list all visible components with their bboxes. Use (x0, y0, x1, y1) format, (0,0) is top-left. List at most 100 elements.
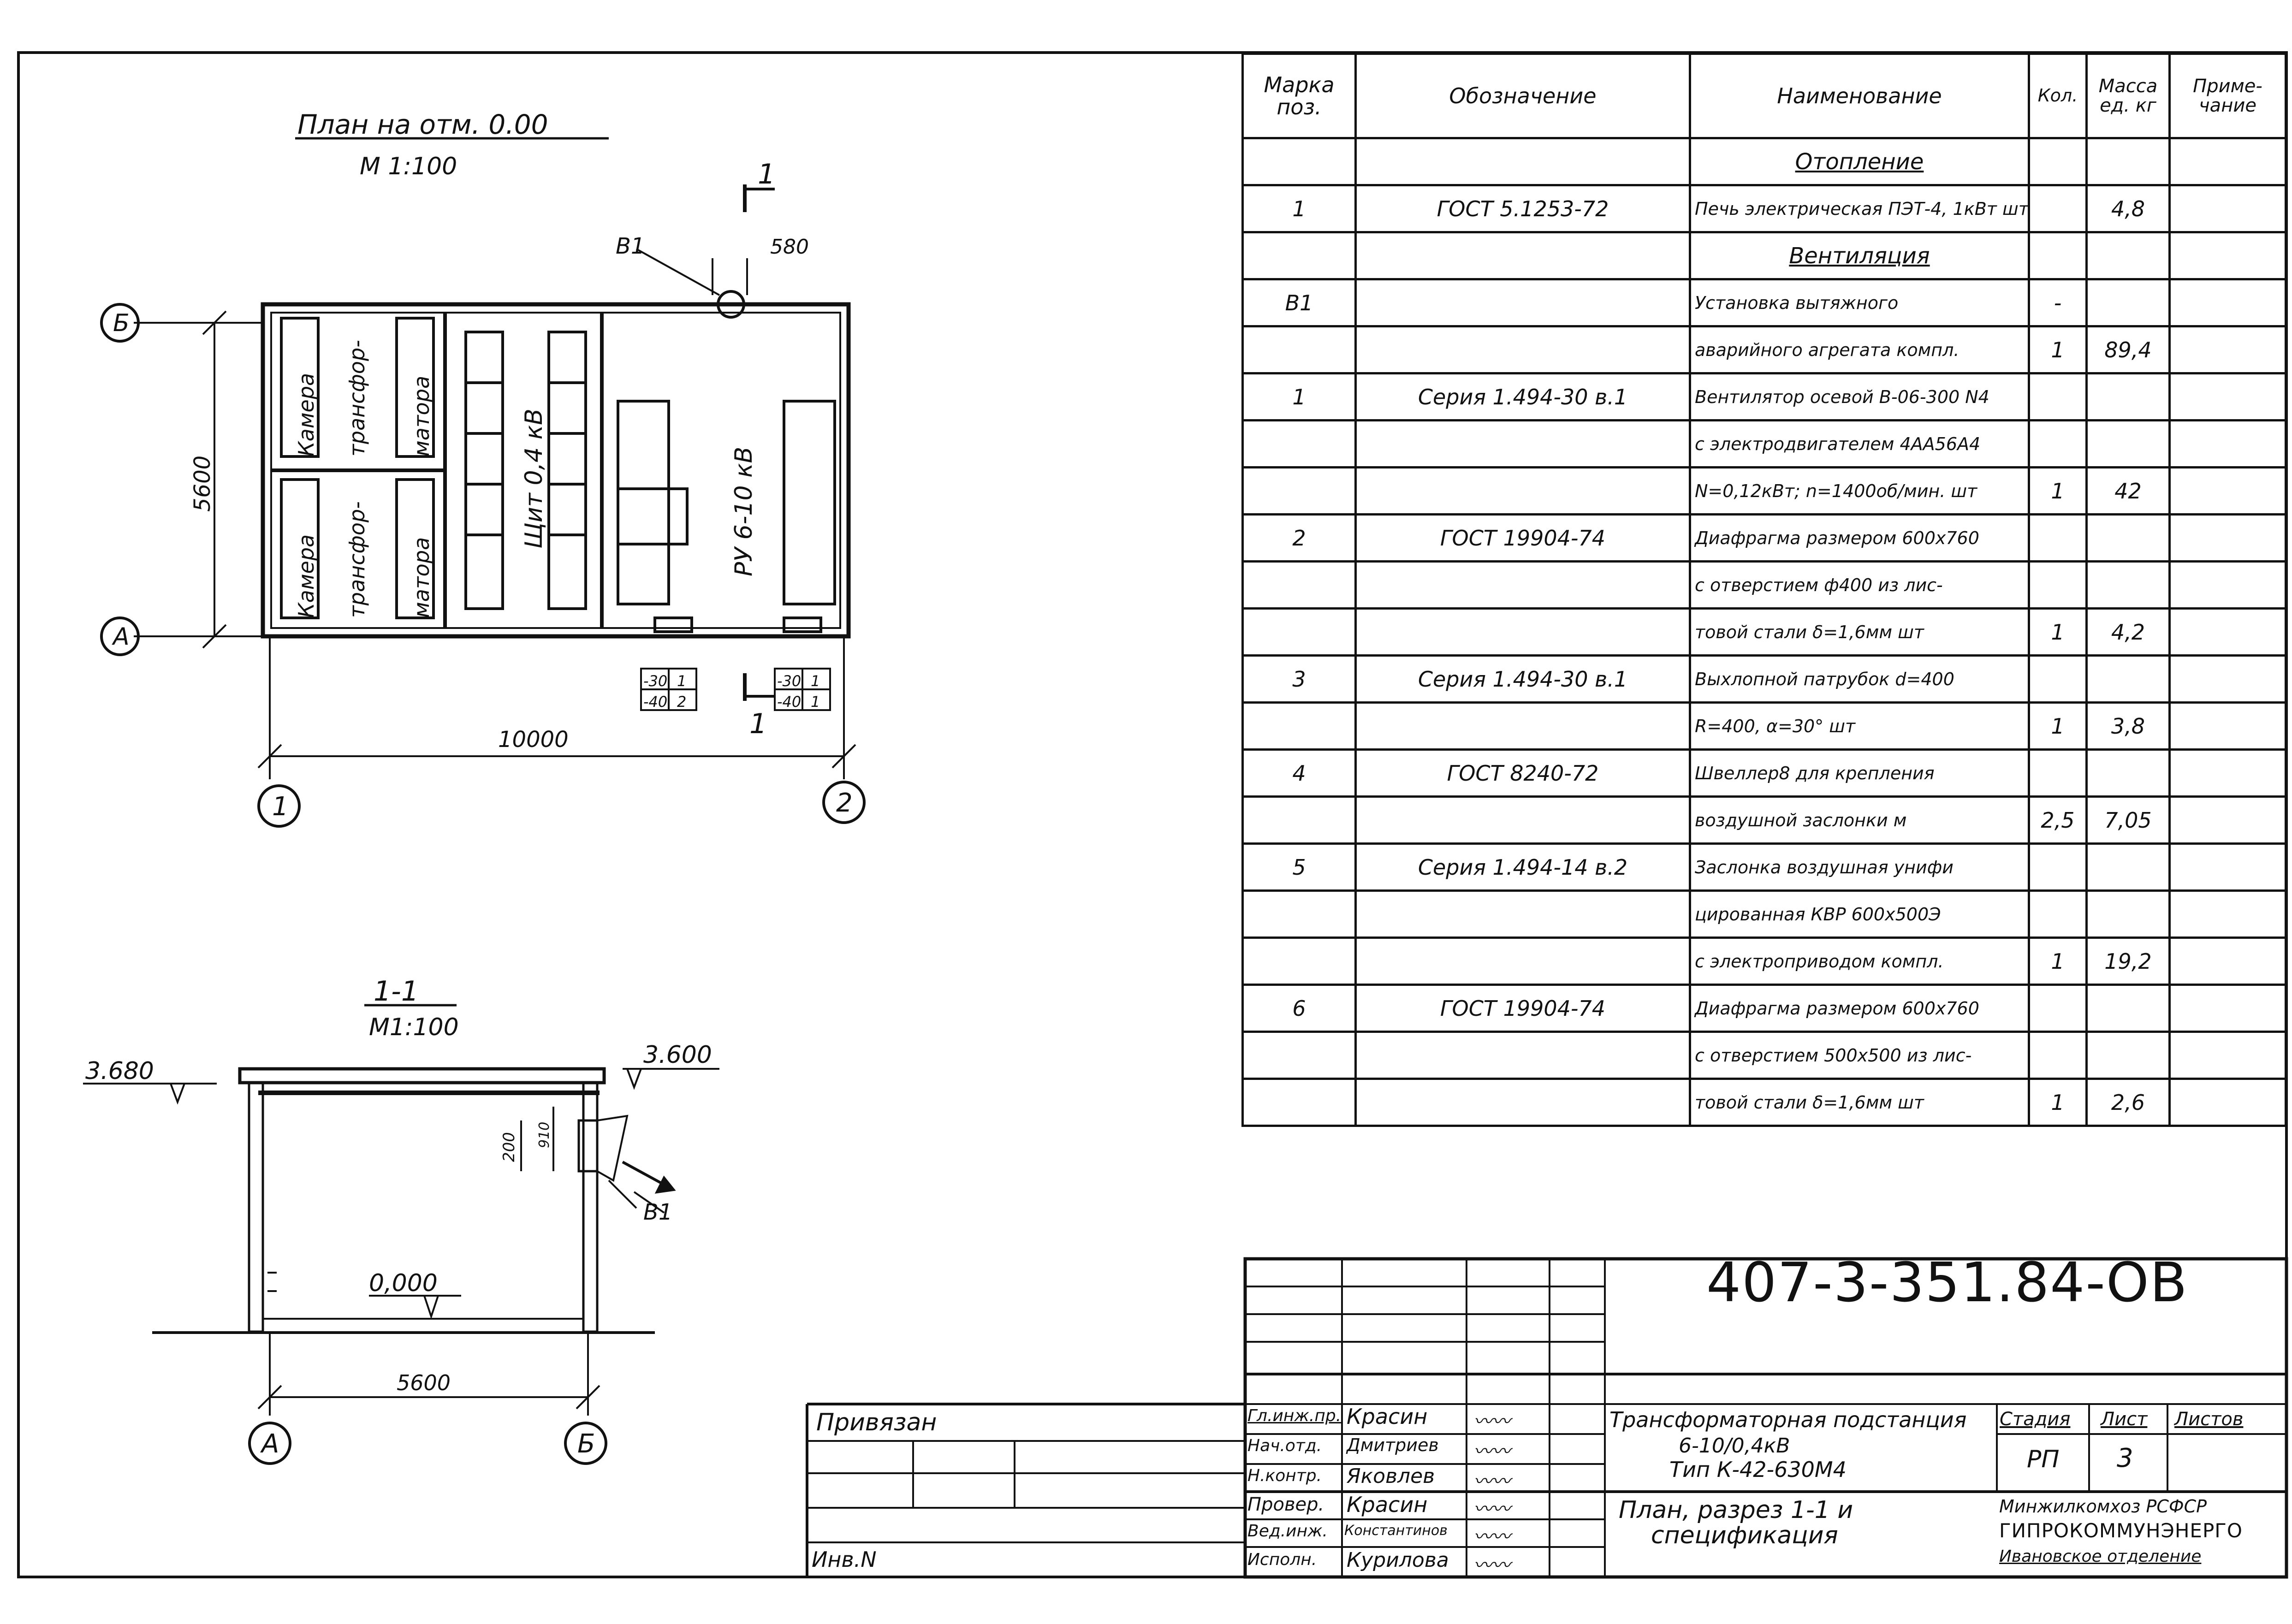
outer-frame (17, 51, 2288, 1578)
plan-title: План на отм. 0.00 (297, 109, 548, 140)
spec-cell-mass (2085, 654, 2171, 704)
signature-4: 〰〰 (1473, 1526, 1510, 1547)
signature-0: 〰〰 (1473, 1411, 1510, 1432)
transformer-block (395, 478, 435, 619)
section-mark-b1: B1 (643, 1199, 672, 1225)
ru-cell-panel (617, 487, 689, 545)
name-3: Красин (1347, 1492, 1428, 1517)
spec-cell-mass: 19,2 (2085, 936, 2171, 986)
spec-cell-designation: ГОСТ 8240-72 (1354, 748, 1691, 798)
spec-cell-note (2168, 278, 2287, 327)
spec-cell-qty (2028, 184, 2088, 233)
spec-cell-pos (1241, 560, 1357, 610)
spec-cell-name: товой стали δ=1,6мм шт (1689, 607, 2030, 657)
spec-cell-pos (1241, 795, 1357, 845)
spec-cell-note (2168, 1078, 2287, 1127)
name-4: Константинов (1344, 1523, 1448, 1539)
spec-cell-designation (1354, 325, 1691, 374)
spec-cell-name: Вентилятор осевой В-06-300 N4 (1689, 372, 2030, 421)
spec-cell-qty (2028, 560, 2088, 610)
role-1: Нач.отд. (1247, 1436, 1322, 1455)
plan-dim-580: 580 (770, 235, 809, 259)
spec-cell-note (2168, 325, 2287, 374)
spec-cell-mass (2085, 372, 2171, 421)
role-5: Исполн. (1247, 1550, 1317, 1569)
spec-cell-name: Установка вытяжного (1689, 278, 2030, 327)
spec-cell-qty: 1 (2028, 1078, 2088, 1127)
spec-cell-designation (1354, 466, 1691, 516)
spec-cell-pos (1241, 1031, 1357, 1080)
spec-cell-designation (1354, 607, 1691, 657)
spec-cell-mass (2085, 1031, 2171, 1080)
spec-cell-mass (2085, 278, 2171, 327)
spec-cell-mass: 89,4 (2085, 325, 2171, 374)
section-scale: М1:100 (369, 1014, 459, 1041)
spec-header-row: Марка поз. Обозначение Наименование Кол.… (1241, 53, 2287, 139)
tag-2-left: 2 (677, 693, 686, 711)
spec-cell-qty: 1 (2028, 607, 2088, 657)
spec-cell-qty: 1 (2028, 701, 2088, 751)
plan-mark-b1: B1 (616, 233, 645, 259)
signature-5: 〰〰 (1473, 1555, 1510, 1576)
document-code: 407-3-351.84-ОВ (1706, 1251, 2188, 1314)
room-label-ru: РУ 6-10 кВ (730, 447, 758, 576)
spec-row: с отверстием ф400 из лис- (1241, 560, 2287, 610)
transformer-block (280, 317, 320, 458)
spec-cell-designation (1354, 560, 1691, 610)
wall-left (248, 1081, 264, 1333)
axis-bubble-a (100, 616, 140, 656)
header-name: Наименование (1689, 53, 2030, 139)
spec-cell-qty (2028, 984, 2088, 1033)
spec-cell-designation (1354, 936, 1691, 986)
stage-value: РП (2027, 1446, 2060, 1473)
spec-cell-name: цированная КВР 600х500Э (1689, 889, 2030, 939)
leader-b1 (636, 248, 720, 296)
spec-cell-note (2168, 419, 2287, 468)
sheet-value: 3 (2117, 1443, 2133, 1473)
spec-cell-qty (2028, 372, 2088, 421)
org-line-2: ГИПРОКОММУНЭНЕРГО (1999, 1519, 2243, 1542)
section-axis-label-a: А (260, 1429, 279, 1459)
header-mass: Масса ед. кг (2085, 53, 2171, 139)
sheet-title-line-1: План, разрез 1-1 и (1619, 1496, 1853, 1524)
spec-cell-qty (2028, 137, 2088, 186)
spec-cell-pos (1241, 1078, 1357, 1127)
signature-3: 〰〰 (1473, 1499, 1510, 1520)
role-4: Вед.инж. (1247, 1522, 1328, 1541)
role-3: Провер. (1247, 1494, 1324, 1515)
plan-dim-5600: 5600 (190, 456, 215, 512)
spec-cell-designation: Серия 1.494-14 в.2 (1354, 842, 1691, 892)
spec-cell-designation (1354, 231, 1691, 280)
axis-bubble-2 (822, 781, 866, 824)
spec-cell-designation (1354, 1078, 1691, 1127)
room-label-camera-2b: трансфор- (344, 501, 369, 618)
spec-cell-designation (1354, 419, 1691, 468)
spec-cell-pos: B1 (1241, 278, 1357, 327)
section-dim-910: 910 (536, 1122, 552, 1148)
room-label-camera-2a: Камера (294, 534, 319, 618)
room-label-camera-1a: Камера (294, 373, 319, 456)
spec-cell-mass (2085, 419, 2171, 468)
spec-cell-name: Заслонка воздушная унифи (1689, 842, 2030, 892)
spec-cell-pos: 1 (1241, 184, 1357, 233)
spec-cell-pos: 4 (1241, 748, 1357, 798)
section-dim-5600: 5600 (397, 1370, 451, 1395)
spec-cell-pos: 6 (1241, 984, 1357, 1033)
section-view (83, 1004, 719, 1465)
spec-cell-qty (2028, 419, 2088, 468)
spec-cell-pos (1241, 325, 1357, 374)
spec-cell-note (2168, 137, 2287, 186)
spec-cell-name: Швеллер8 для крепления (1689, 748, 2030, 798)
spec-cell-qty (2028, 1031, 2088, 1080)
spec-cell-name: с отверстием ф400 из лис- (1689, 560, 2030, 610)
spec-cell-name: Выхлопной патрубок d=400 (1689, 654, 2030, 704)
room-label-panel: Щит 0,4 кВ (520, 409, 548, 549)
spec-cell-note (2168, 560, 2287, 610)
